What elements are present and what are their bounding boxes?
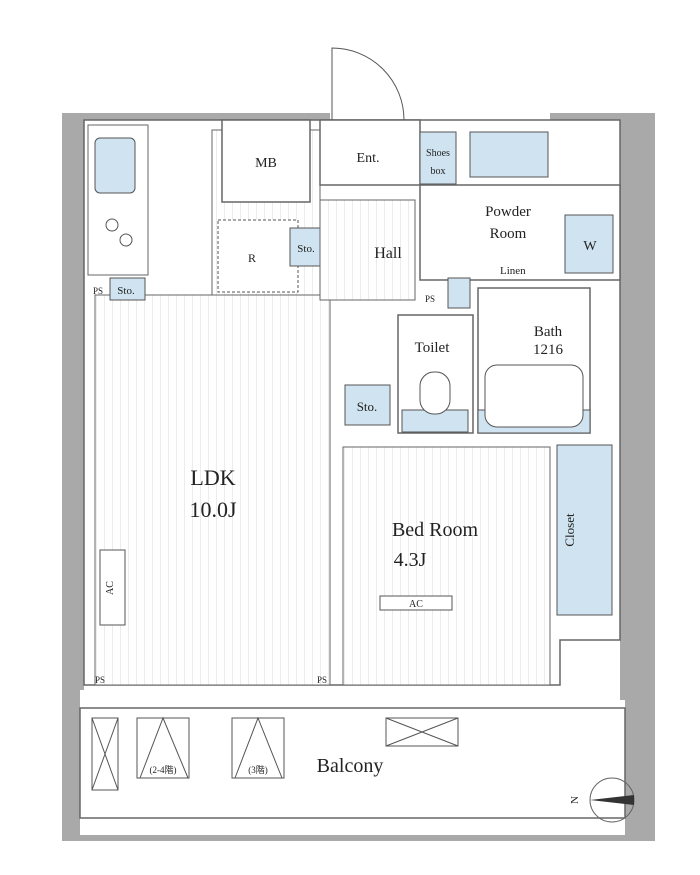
balcony-label: Balcony [317,755,384,777]
mb-label: MB [255,156,277,171]
hall-label: Hall [374,245,402,262]
bath-label: Bath [534,324,563,340]
svg-text:AC: AC [409,599,423,610]
ps-bottom-left-label: PS [95,675,105,685]
bathtub-icon [484,364,584,428]
north-compass-icon [589,777,635,823]
ac-ldk [99,549,126,626]
linen-label: Linen [500,265,526,277]
bedroom-floor [342,446,551,686]
exterior-walls [62,113,655,841]
balcony [79,707,626,819]
svg-text:10.0J: 10.0J [189,497,237,522]
hatch-label-2: (3階) [248,765,268,775]
sink-icon [94,137,136,194]
sto-hall-label: Sto. [297,243,315,255]
sto-kitchen-label: Sto. [117,285,135,297]
ent-label: Ent. [357,151,380,166]
ldk-label: LDK [190,465,235,490]
balcony-hatches [91,716,459,791]
shoes-box-label: Shoes [426,148,450,159]
refrigerator-label: R [248,251,256,265]
svg-text:4.3J: 4.3J [394,549,427,571]
hall-floor [319,199,416,301]
meter-box [221,119,311,203]
ps-label: PS [93,286,103,296]
ldk-floor [94,294,331,686]
stove-icon [105,218,133,247]
svg-text:AC: AC [105,581,116,595]
entry-door-swing [331,47,405,121]
closet-label: Closet [562,513,577,547]
toilet-label: Toilet [415,340,451,356]
toilet-icon [419,371,451,415]
svg-text:box: box [431,166,446,177]
washer-label: W [583,239,597,254]
powder-room-label: Powder [485,204,531,220]
hatch-label-1: (2-4階) [150,765,177,775]
compass-north-label: N [569,796,581,804]
ac-bedroom [379,595,453,611]
sto-toilet-label: Sto. [357,399,378,414]
svg-text:1216: 1216 [533,342,564,358]
refrigerator-space [217,219,299,293]
svg-text:Room: Room [490,226,527,242]
ps-bottom-mid-label: PS [317,675,327,685]
bedroom-label: Bed Room [392,519,479,541]
ps-toilet-label: PS [425,294,435,304]
